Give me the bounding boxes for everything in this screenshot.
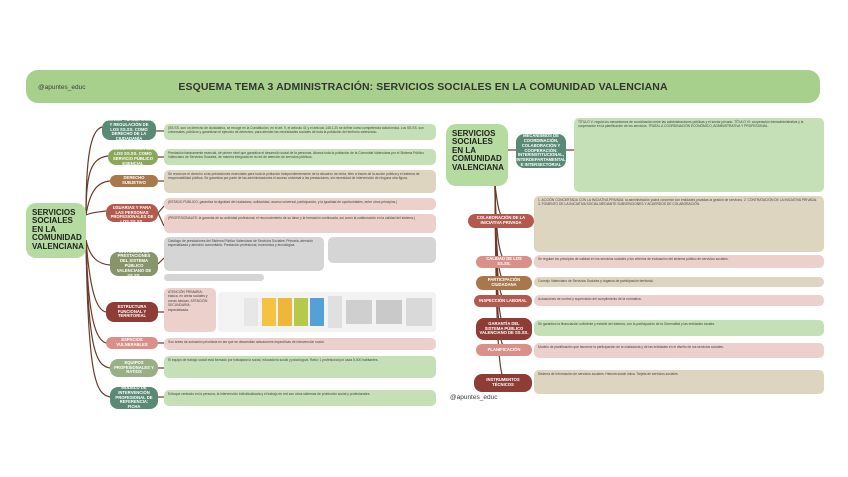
- right-node-calidad: CALIDAD DE LOS SS.SS.: [476, 256, 532, 268]
- left-node-conceptualizacion: CONCEPTUALIZACIÓN Y REGULACIÓN DE LOS SS…: [102, 117, 156, 141]
- left-content-profesionales: (PROFESIONALES: la garantía de su activi…: [164, 214, 436, 233]
- left-content-derecho-subjetivo: Se reconoce el derecho a las prestacione…: [164, 170, 436, 193]
- left-node-declaracion: DECLARACIÓN DE LOS SS.SS. COMO SERVICIO …: [108, 146, 158, 166]
- footer-handle: @apuntes_educ: [450, 394, 498, 401]
- right-content-planificacion: Modelo de planificación que favorece la …: [534, 343, 824, 358]
- left-content-conceptualizacion: (SS.SS. son un derecho de ciudadanía, se…: [164, 124, 436, 140]
- left-content-equipos: El equipo de trabajo social está formado…: [164, 356, 436, 378]
- left-node-personas-usuarias: SON LAS PERSONAS USUARIAS Y PARA LAS PER…: [106, 200, 158, 224]
- right-node-garantia: GARANTÍA DEL SISTEMA PÚBLICO VALENCIANO …: [476, 318, 532, 340]
- left-content-modelo: Enfoque centrado en la persona, la inter…: [164, 390, 436, 406]
- left-node-modelo: MODELO DE INTERVENCIÓN PROFESIONAL DE RE…: [110, 385, 158, 409]
- left-content-catalogo-note: [164, 274, 264, 281]
- right-node-inspeccion: INSPECCIÓN LABORAL: [474, 295, 532, 307]
- right-content-participacion: Consejo Valenciano de Servicios Sociales…: [534, 277, 824, 287]
- right-content-mecanismos: TÍTULO V: regula los mecanismos de coord…: [574, 118, 824, 192]
- right-node-instrumentos: INSTRUMENTOS TÉCNICOS: [474, 374, 532, 392]
- left-content-personas-usuarias: (ESTADO PÚBLICO, garantiza la dignidad d…: [164, 198, 436, 210]
- estructura-infographic: [218, 292, 436, 332]
- left-content-declaracion: Prestación básicamente esencial, de prim…: [164, 149, 436, 165]
- right-content-garantia: Se garantiza la financiación suficiente …: [534, 320, 824, 336]
- left-node-espacios-vulnerables: ESPACIOS VULNERABLES: [106, 337, 158, 349]
- left-content-catalogo: Catálogo de prestaciones del Sistema Púb…: [164, 237, 324, 271]
- header-banner: @apuntes_educ ESQUEMA TEMA 3 ADMINISTRAC…: [26, 70, 820, 103]
- left-node-catalogo: CATÁLOGO DE PRESTACIONES DEL SISTEMA PÚB…: [110, 249, 158, 278]
- right-node-participacion: PARTICIPACIÓN CIUDADANA: [476, 276, 532, 290]
- right-content-calidad: Se regulan los principios de calidad en …: [534, 255, 824, 268]
- right-content-inspeccion: Actuaciones de control y supervisión del…: [534, 295, 824, 306]
- right-content-instrumentos: Sistema de información de servicios soci…: [534, 370, 824, 394]
- left-content-estructura: ATENCIÓN PRIMARIA: básica, en áreas soci…: [164, 288, 216, 332]
- right-node-mecanismos: MECANISMOS DE COORDINACIÓN, COLABORACIÓN…: [516, 133, 566, 168]
- right-node-colaboracion: COLABORACIÓN DE LA INICIATIVA PRIVADA: [468, 214, 534, 228]
- left-node-estructura: ESTRUCTURA FUNCIONAL Y TERRITORIAL: [106, 302, 158, 322]
- left-root-node: SERVICIOS SOCIALES EN LA COMUNIDAD VALEN…: [26, 203, 86, 258]
- right-content-colaboracion: 1. ACCIÓN CONCERTADA CON LA INICIATIVA P…: [534, 196, 824, 252]
- left-content-catalogo-extra: [328, 237, 436, 263]
- header-handle: @apuntes_educ: [38, 84, 86, 91]
- estructura-diagram: [244, 296, 432, 328]
- left-node-derecho-subjetivo: DERECHO SUBJETIVO: [110, 175, 158, 187]
- right-root-node: SERVICIOS SOCIALES EN LA COMUNIDAD VALEN…: [446, 124, 508, 186]
- left-node-equipos: EQUIPOS PROFESIONALES Y RATIOS: [110, 359, 158, 377]
- left-content-espacios-vulnerables: Son áreas de actuación prioritaria en la…: [164, 338, 436, 350]
- page-title: ESQUEMA TEMA 3 ADMINISTRACIÓN: SERVICIOS…: [178, 80, 668, 93]
- right-node-planificacion: PLANIFICACIÓN: [476, 344, 532, 356]
